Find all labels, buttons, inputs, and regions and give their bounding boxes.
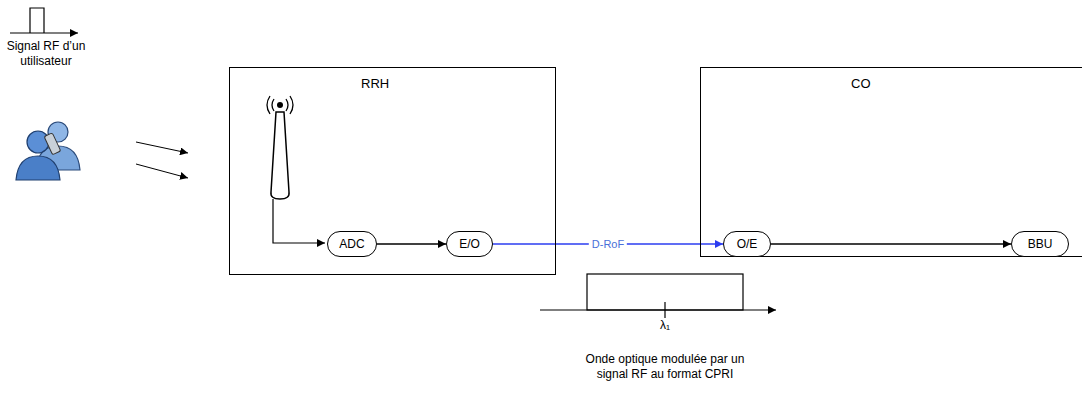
optical-spectrum bbox=[540, 274, 776, 318]
box-label: BBU bbox=[1028, 237, 1053, 251]
antenna-symbol bbox=[267, 96, 325, 243]
signal-caption: Signal RF d’un utilisateur bbox=[0, 39, 92, 69]
pulse-symbol bbox=[10, 8, 78, 33]
box-title: RRH bbox=[361, 76, 389, 91]
box-label: ADC bbox=[339, 237, 364, 251]
rrh-box: RRH ADC E/O bbox=[229, 67, 556, 275]
connector-arrow bbox=[377, 243, 446, 244]
wavelength-label: λ₁ bbox=[645, 318, 685, 333]
radio-arrows bbox=[136, 142, 188, 178]
edge-label: D-RoF bbox=[589, 238, 627, 251]
box-label: E/O bbox=[459, 237, 480, 251]
box-title: CO bbox=[851, 76, 871, 91]
process-box: E/O bbox=[446, 231, 493, 257]
box-label: O/E bbox=[737, 237, 758, 251]
process-box: O/E bbox=[723, 231, 771, 257]
optical-caption: Onde optique modulée par un signal RF au… bbox=[578, 352, 752, 382]
process-box: BBU bbox=[1011, 231, 1069, 257]
user-icon bbox=[16, 122, 80, 180]
connector-arrow bbox=[771, 243, 1011, 244]
process-box: ADC bbox=[327, 231, 377, 257]
co-box: CO O/E BBU bbox=[700, 67, 1082, 257]
